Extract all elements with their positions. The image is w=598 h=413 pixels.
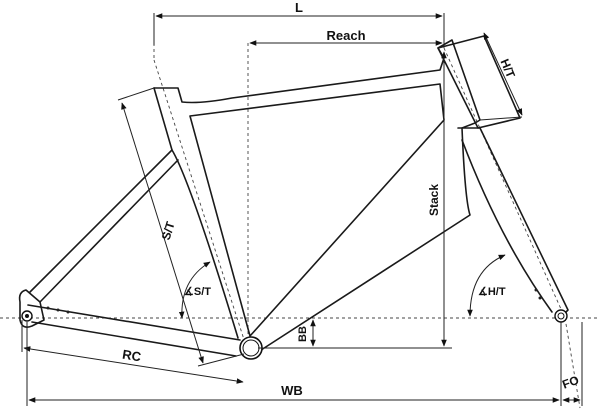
dim-bb: BB: [297, 319, 316, 347]
dim-stack: Stack: [258, 51, 452, 349]
label-st-angle: ∡S/T: [184, 286, 211, 298]
frame-inner-outline: [189, 83, 445, 337]
dim-reach: Reach: [249, 28, 443, 46]
label-stack: Stack: [427, 184, 441, 216]
dim-rc: RC: [21, 320, 244, 384]
axles: [21, 309, 568, 360]
steering-axis: [443, 47, 566, 319]
label-ht-angle: ∡H/T: [478, 286, 506, 298]
dim-l: L: [153, 0, 445, 45]
label-bb: BB: [297, 326, 309, 342]
seat-stay: [29, 149, 179, 303]
label-st: S/T: [159, 219, 178, 242]
label-ht: H/T: [497, 57, 518, 81]
frame-bolts: [46, 288, 542, 314]
label-l: L: [295, 0, 303, 15]
steering-axis-extension: [564, 317, 581, 409]
label-wb: WB: [281, 383, 303, 398]
dim-fo: FO: [560, 322, 583, 406]
label-fo: FO: [560, 373, 580, 392]
seat-tube: [153, 87, 239, 339]
label-reach: Reach: [326, 28, 365, 43]
bike-frame: [18, 35, 569, 357]
head-tube: [437, 35, 521, 129]
front-axle: [554, 309, 568, 323]
dim-wb: WB: [26, 322, 562, 406]
seat-tube-axis: [153, 59, 249, 353]
label-rc: RC: [121, 347, 142, 365]
dim-ht-angle: ∡H/T: [467, 254, 506, 317]
reference-lines: [0, 43, 598, 409]
dim-st-angle: ∡S/T: [178, 261, 211, 319]
dim-st: S/T: [117, 87, 245, 367]
